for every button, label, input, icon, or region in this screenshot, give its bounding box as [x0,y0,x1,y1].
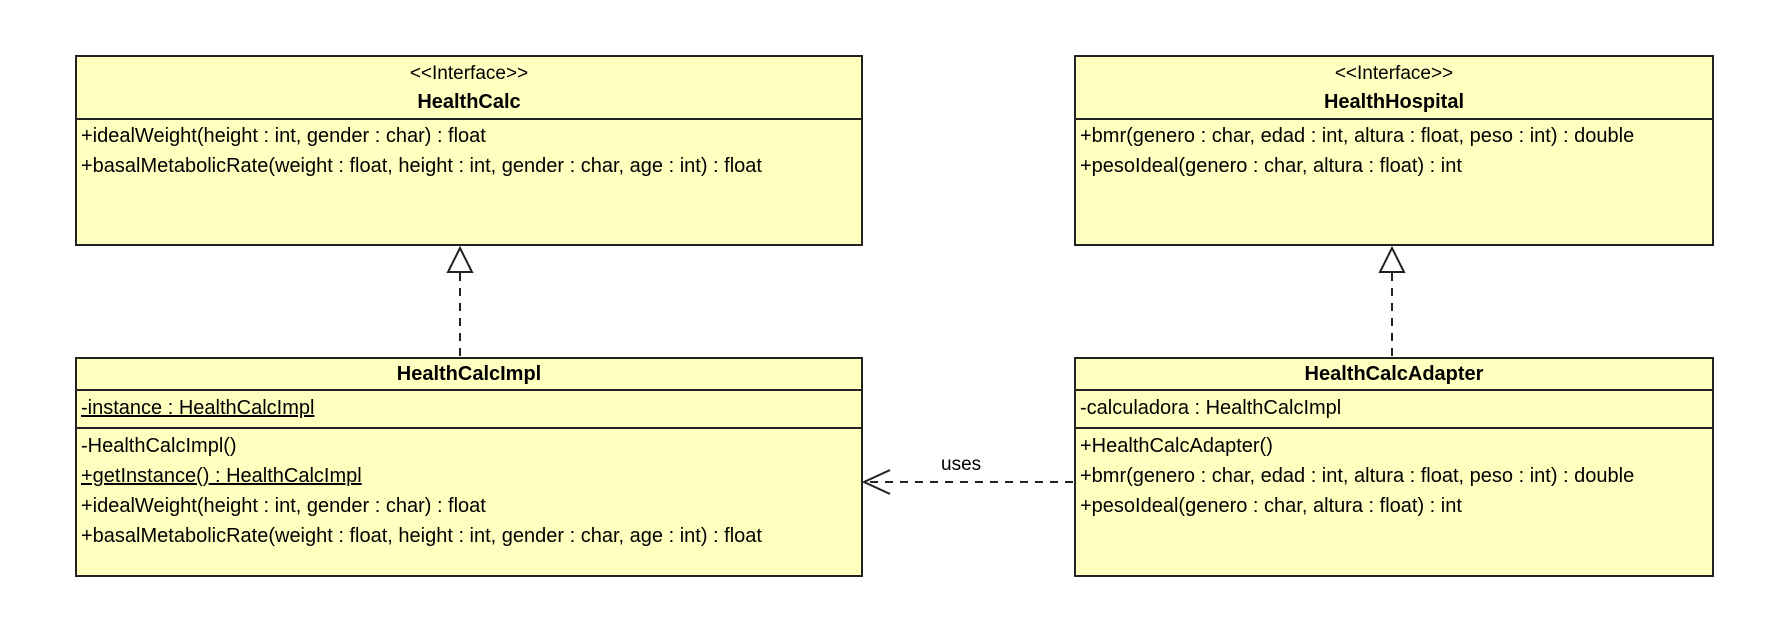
class-health-hospital[interactable]: <<Interface>> HealthHospital +bmr(genero… [1074,55,1714,246]
operation: +idealWeight(height : int, gender : char… [81,495,486,517]
class-header: HealthCalcAdapter [1076,359,1712,389]
operation: +pesoIdeal(genero : char, altura : float… [1080,155,1462,177]
class-health-calc-adapter[interactable]: HealthCalcAdapter -calculadora : HealthC… [1074,357,1714,577]
class-health-calc[interactable]: <<Interface>> HealthCalc +idealWeight(he… [75,55,863,246]
operation: +basalMetabolicRate(weight : float, heig… [81,525,762,547]
attributes-compartment: -instance : HealthCalcImpl [77,389,861,427]
realization-arrowhead-healthcalc [446,245,474,273]
stereotype-label: <<Interface>> [1334,63,1454,84]
attributes-compartment: -calculadora : HealthCalcImpl [1076,389,1712,427]
class-name: HealthCalcAdapter [1304,363,1484,385]
operations-compartment: +bmr(genero : char, edad : int, altura :… [1076,118,1712,181]
class-header: <<Interface>> HealthHospital [1076,57,1712,118]
operation: -HealthCalcImpl() [81,435,237,457]
operation: +HealthCalcAdapter() [1080,435,1273,457]
class-header: HealthCalcImpl [77,359,861,389]
class-health-calc-impl[interactable]: HealthCalcImpl -instance : HealthCalcImp… [75,357,863,577]
operation: +getInstance() : HealthCalcImpl [81,465,362,487]
class-name: HealthHospital [1323,91,1465,113]
attribute: -calculadora : HealthCalcImpl [1080,397,1342,419]
attribute: -instance : HealthCalcImpl [81,397,315,419]
operations-compartment: -HealthCalcImpl() +getInstance() : Healt… [77,427,861,551]
operations-compartment: +idealWeight(height : int, gender : char… [77,118,861,181]
uses-label: uses [941,454,982,475]
stereotype-label: <<Interface>> [409,63,529,84]
realization-arrowhead-healthhospital [1378,245,1406,273]
class-header: <<Interface>> HealthCalc [77,57,861,118]
operation: +pesoIdeal(genero : char, altura : float… [1080,495,1462,517]
operation: +bmr(genero : char, edad : int, altura :… [1080,465,1635,487]
operation: +basalMetabolicRate(weight : float, heig… [81,155,762,177]
uses-arrowhead [861,469,891,495]
class-name: HealthCalc [417,91,521,113]
operation: +idealWeight(height : int, gender : char… [81,125,486,147]
operation: +bmr(genero : char, edad : int, altura :… [1080,125,1635,147]
class-name: HealthCalcImpl [396,363,542,385]
operations-compartment: +HealthCalcAdapter() +bmr(genero : char,… [1076,427,1712,521]
